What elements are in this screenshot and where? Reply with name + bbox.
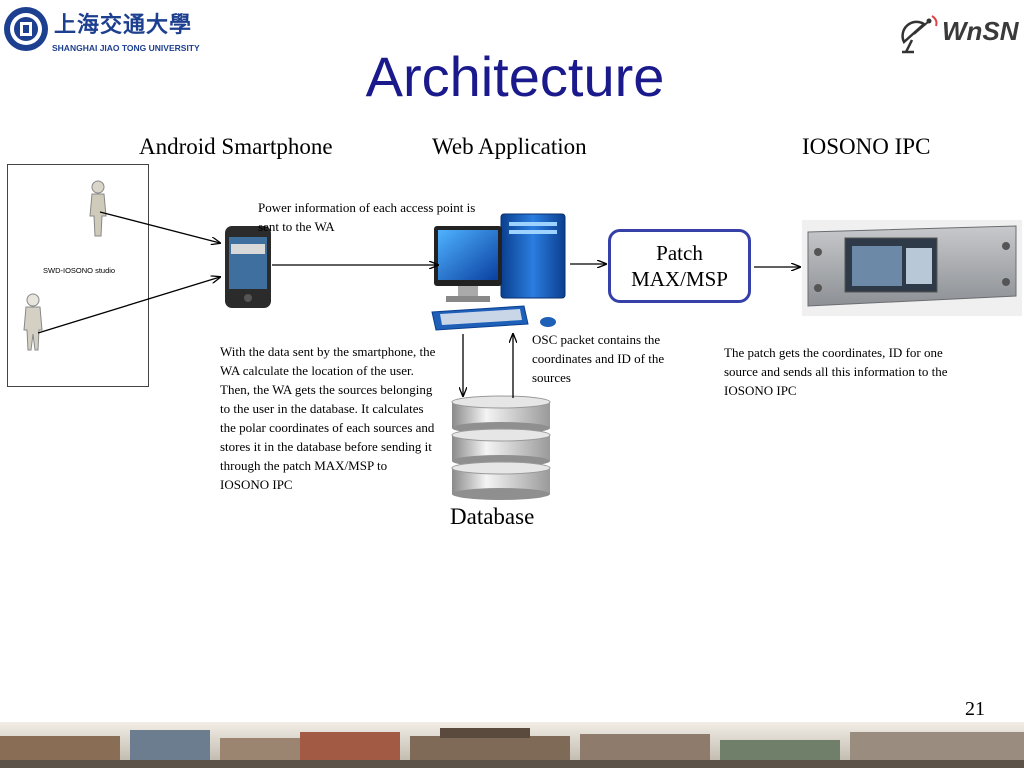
sjtu-seal-icon <box>4 7 48 51</box>
slide-title: Architecture <box>365 45 665 108</box>
database-label: Database <box>450 504 535 529</box>
person-icon <box>23 293 43 351</box>
arrow-person-to-phone <box>99 211 220 243</box>
smartphone-icon <box>225 226 271 308</box>
note-power-information: Power information of each access point i… <box>258 200 476 234</box>
arrow-person-to-phone <box>37 277 220 334</box>
patch-label: Patch MAX/MSP <box>631 241 728 291</box>
university-name-chinese: 上海交通大學 <box>54 13 193 38</box>
column-header-iosono: IOSONO IPC <box>802 134 931 159</box>
wnsn-wordmark: WnSN <box>942 16 1019 46</box>
university-name-english: SHANGHAI JIAO TONG UNIVERSITY <box>52 43 200 53</box>
wnsn-logo: WnSN <box>898 12 1020 58</box>
column-header-web-application: Web Application <box>432 134 587 159</box>
footer-campus-banner <box>0 722 1024 768</box>
sjtu-logo: 上海交通大學 SHANGHAI JIAO TONG UNIVERSITY <box>2 5 200 57</box>
studio-floorplan <box>7 164 149 387</box>
studio-label: SWD-IOSONO studio <box>43 266 116 275</box>
diagram-graphics <box>23 180 1022 500</box>
page-number: 21 <box>965 698 985 720</box>
satellite-dish-icon <box>901 15 938 54</box>
desktop-computer-icon <box>431 213 566 331</box>
note-web-application: With the data sent by the smartphone, th… <box>220 344 436 492</box>
note-osc-packet: OSC packet contains the coordinates and … <box>532 332 665 385</box>
person-icon <box>89 180 107 237</box>
database-icon <box>451 395 551 500</box>
patch-max-msp-box: Patch MAX/MSP <box>608 229 751 303</box>
iosono-ipc-device-icon <box>802 220 1022 316</box>
note-patch: The patch gets the coordinates, ID for o… <box>724 345 948 398</box>
column-header-android: Android Smartphone <box>139 134 333 159</box>
